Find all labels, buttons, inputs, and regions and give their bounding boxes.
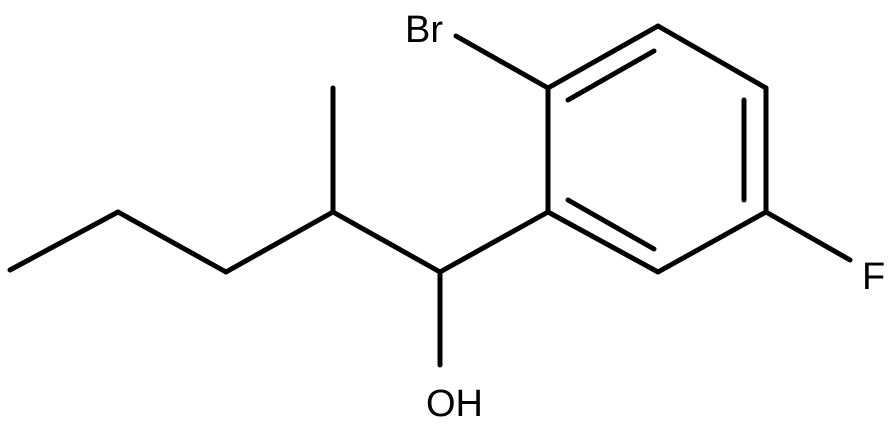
- hydroxyl-label: OH: [426, 383, 483, 425]
- fluorine-label: F: [862, 256, 885, 298]
- bromine-label: Br: [405, 9, 443, 51]
- bond-c2-c1: [330, 209, 443, 275]
- bond-c3-c2: [223, 209, 336, 275]
- bond-c4-c3: [115, 209, 229, 275]
- bond-fluorine: [763, 209, 853, 263]
- bond-ring-double-top: [565, 48, 657, 103]
- bond-ring-double-bottom: [565, 197, 657, 252]
- bond-ring-6: [545, 209, 661, 275]
- bond-ring-2: [545, 23, 661, 91]
- bond-bromine: [453, 33, 551, 91]
- bond-c1-ring: [437, 209, 551, 275]
- bond-ring-5: [655, 209, 769, 275]
- bond-ring-3: [655, 23, 769, 91]
- bond-ethyl-terminal: [7, 209, 121, 273]
